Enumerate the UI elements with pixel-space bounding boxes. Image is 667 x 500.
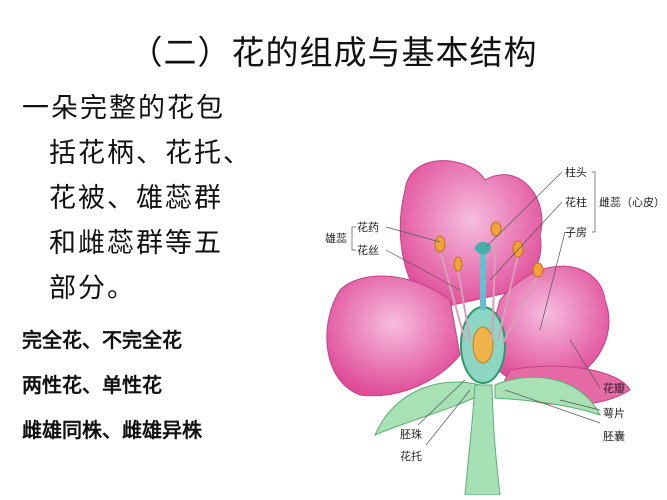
slide-title: （二）花的组成与基本结构 [129, 33, 538, 72]
stamens [439, 234, 539, 346]
flower-structure-diagram: 柱头 花柱 雌蕊（心皮） 子房 雄蕊 花药 花丝 花瓣 萼片 胚囊 胚珠 花托 [325, 160, 665, 495]
anthers [434, 221, 544, 278]
flower-type: 完全花、不完全花 [22, 328, 182, 352]
label-anther: 花药 [357, 221, 379, 234]
petal-back [399, 160, 543, 311]
flower-type: 两性花、单性花 [22, 373, 162, 397]
label-petal: 花瓣 [603, 381, 625, 395]
intro-line: 和雌蕊群等五 [49, 228, 223, 259]
label-ovary: 子房 [565, 226, 587, 239]
intro-line: 一朵完整的花包 [22, 93, 225, 124]
intro-line: 花被、雄蕊群 [49, 183, 223, 214]
style [480, 250, 486, 310]
sepal-right [494, 376, 601, 416]
sepal-left [374, 381, 481, 436]
intro-line: 括花柄、花托、 [49, 138, 252, 169]
intro-paragraph: 一朵完整的花包 括花柄、花托、 花被、雄蕊群 和雌蕊群等五 部分。 [22, 86, 252, 311]
flower-types-list: 完全花、不完全花 两性花、单性花 雌雄同株、雌雄异株 [22, 318, 202, 453]
flower-type: 雌雄同株、雌雄异株 [22, 418, 202, 442]
stem [464, 384, 501, 495]
intro-line: 部分。 [49, 273, 136, 304]
petal-left [326, 275, 461, 397]
embryo-sac [472, 326, 494, 364]
label-stamen: 雄蕊 [325, 231, 347, 245]
label-stigma: 柱头 [565, 165, 587, 179]
label-filament: 花丝 [357, 244, 379, 257]
label-receptacle: 花托 [400, 449, 422, 463]
label-sepal: 萼片 [603, 407, 625, 420]
label-style: 花柱 [565, 195, 587, 209]
label-ovule: 胚珠 [400, 427, 422, 441]
stigma [475, 242, 491, 254]
label-embryo-sac: 胚囊 [603, 429, 625, 443]
label-pistil: 雌蕊（心皮） [599, 195, 665, 209]
